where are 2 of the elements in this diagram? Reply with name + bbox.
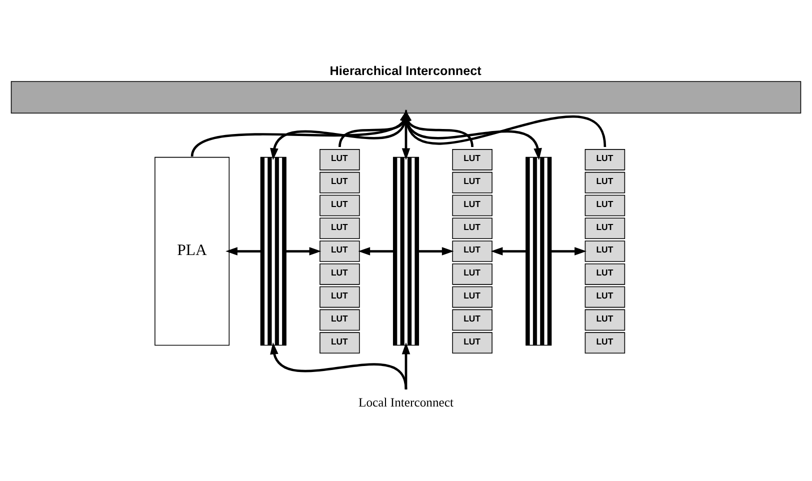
node-text: Local Interconnect — [358, 395, 454, 410]
node-label: Hierarchical Interconnect — [330, 64, 482, 78]
